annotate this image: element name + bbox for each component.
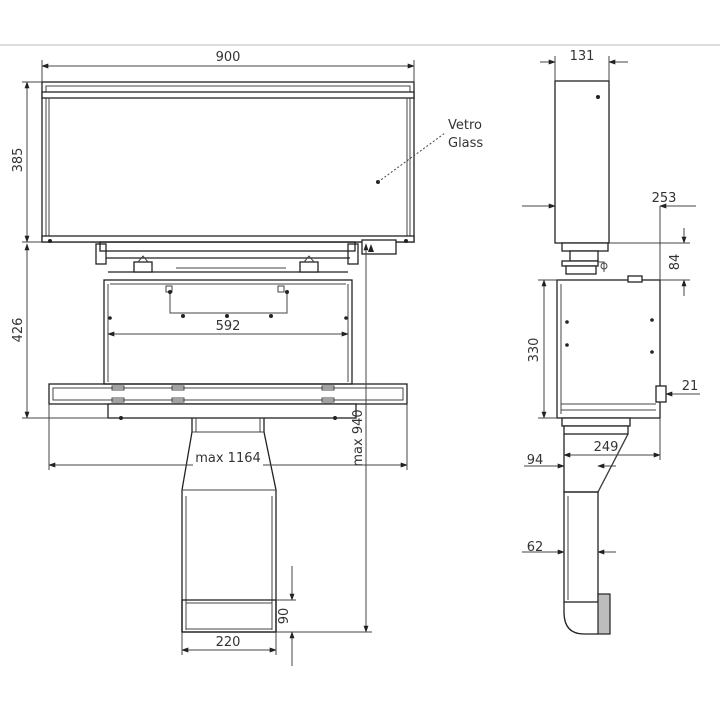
glass-label-line2: Glass bbox=[448, 136, 483, 151]
side-dimensions: 131 253 84 330 21 249 bbox=[522, 49, 700, 555]
side-glass bbox=[554, 80, 610, 244]
dim-duct-width: 220 bbox=[216, 635, 241, 650]
dim-side-gap: 84 bbox=[668, 254, 683, 271]
dim-width-top: 900 bbox=[216, 50, 241, 65]
dim-inner-width: 592 bbox=[216, 319, 241, 334]
duct bbox=[181, 418, 277, 633]
glass-panel bbox=[41, 81, 415, 243]
lift-mechanism bbox=[95, 239, 397, 273]
glass-callout: Vetro Glass bbox=[377, 118, 483, 183]
dim-side-outlet-width: 249 bbox=[594, 440, 619, 455]
dim-glass-height: 385 bbox=[11, 148, 26, 173]
side-view: 131 253 84 330 21 249 bbox=[522, 49, 700, 635]
dim-duct-height: 90 bbox=[277, 608, 292, 625]
front-dimensions: 900 385 426 592 max 1164 max 940 bbox=[11, 50, 415, 666]
dim-side-body-height: 330 bbox=[527, 338, 542, 363]
dim-side-outlet-offset: 94 bbox=[527, 453, 544, 468]
dim-max-width: max 1164 bbox=[195, 451, 261, 466]
dim-side-offset: 253 bbox=[652, 191, 677, 206]
dim-side-tab: 21 bbox=[682, 379, 699, 394]
dim-max-height: max 940 bbox=[351, 409, 366, 466]
dim-side-duct-offset: 62 bbox=[527, 540, 544, 555]
dim-side-top-width: 131 bbox=[570, 49, 595, 64]
bottom-plate bbox=[48, 383, 408, 420]
glass-label-line1: Vetro bbox=[448, 118, 482, 133]
side-duct bbox=[563, 491, 611, 635]
dim-frame-height: 426 bbox=[11, 318, 26, 343]
front-view: Vetro Glass bbox=[11, 50, 483, 666]
side-housing bbox=[556, 275, 667, 419]
side-connector bbox=[561, 242, 609, 275]
